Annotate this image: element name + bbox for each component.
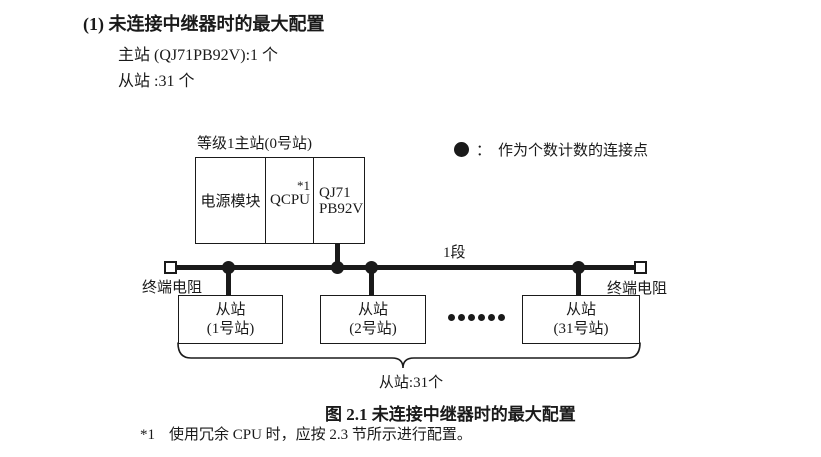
slave-count-label: 从站:31个: [378, 375, 444, 391]
segment-label: 1段: [443, 245, 466, 261]
interface-module-line1: QJ71: [319, 184, 351, 201]
section-heading: (1) 未连接中继器时的最大配置: [83, 14, 325, 34]
legend: ： 作为个数计数的连接点: [454, 139, 648, 160]
slave-1-station: (1号站): [206, 320, 255, 337]
connection-dot-slave31: [572, 261, 585, 274]
slave-count-brace: [177, 342, 641, 369]
terminator-right-label: 终端电阻: [607, 281, 668, 297]
terminator-right-icon: [634, 261, 647, 274]
terminator-left-label: 终端电阻: [142, 280, 203, 296]
cpu-label: QCPU: [270, 192, 311, 208]
spec-slave-count: 从站 :31 个: [118, 73, 195, 90]
drop-line-master: [335, 243, 340, 267]
footnote: *1 使用冗余 CPU 时，应按 2.3 节所示进行配置。: [140, 423, 472, 444]
spec-master-count: 主站 (QJ71PB92V):1 个: [118, 47, 279, 64]
slave-31-name: 从站: [565, 301, 596, 318]
drop-line-slave1: [226, 268, 231, 296]
slave-31-station: (31号站): [553, 320, 609, 337]
drop-line-slave31: [576, 268, 581, 296]
slave-station-2-box: 从站 (2号站): [320, 295, 426, 344]
interface-module-line2: PB92V: [319, 200, 364, 217]
interface-module-cell: QJ71 PB92V: [314, 158, 364, 243]
figure-caption: 图 2.1 未连接中继器时的最大配置: [325, 405, 576, 424]
ellipsis-icon: [448, 311, 505, 324]
terminator-left-icon: [164, 261, 177, 274]
connection-point-icon: [454, 142, 469, 157]
connection-dot-slave2: [365, 261, 378, 274]
connection-dot-master: [331, 261, 344, 274]
footnote-marker: *1: [140, 427, 155, 443]
slave-station-1-box: 从站 (1号站): [178, 295, 283, 344]
power-module-cell: 电源模块: [196, 158, 266, 243]
bus-line: [174, 265, 644, 270]
slave-2-name: 从站: [357, 301, 388, 318]
master-station-box: 电源模块 *1 QCPU QJ71 PB92V: [195, 157, 365, 244]
slave-2-station: (2号站): [349, 320, 397, 337]
master-station-label: 等级1主站(0号站): [197, 136, 312, 152]
drop-line-slave2: [369, 268, 374, 296]
cpu-footnote-ref: *1: [297, 178, 310, 193]
footnote-text: 使用冗余 CPU 时，应按 2.3 节所示进行配置。: [169, 427, 472, 443]
legend-separator: ：: [476, 143, 492, 159]
slave-station-31-box: 从站 (31号站): [522, 295, 640, 344]
legend-text: 作为个数计数的连接点: [498, 143, 649, 159]
connection-dot-slave1: [222, 261, 235, 274]
slave-1-name: 从站: [215, 301, 246, 318]
cpu-cell: *1 QCPU: [266, 158, 314, 243]
